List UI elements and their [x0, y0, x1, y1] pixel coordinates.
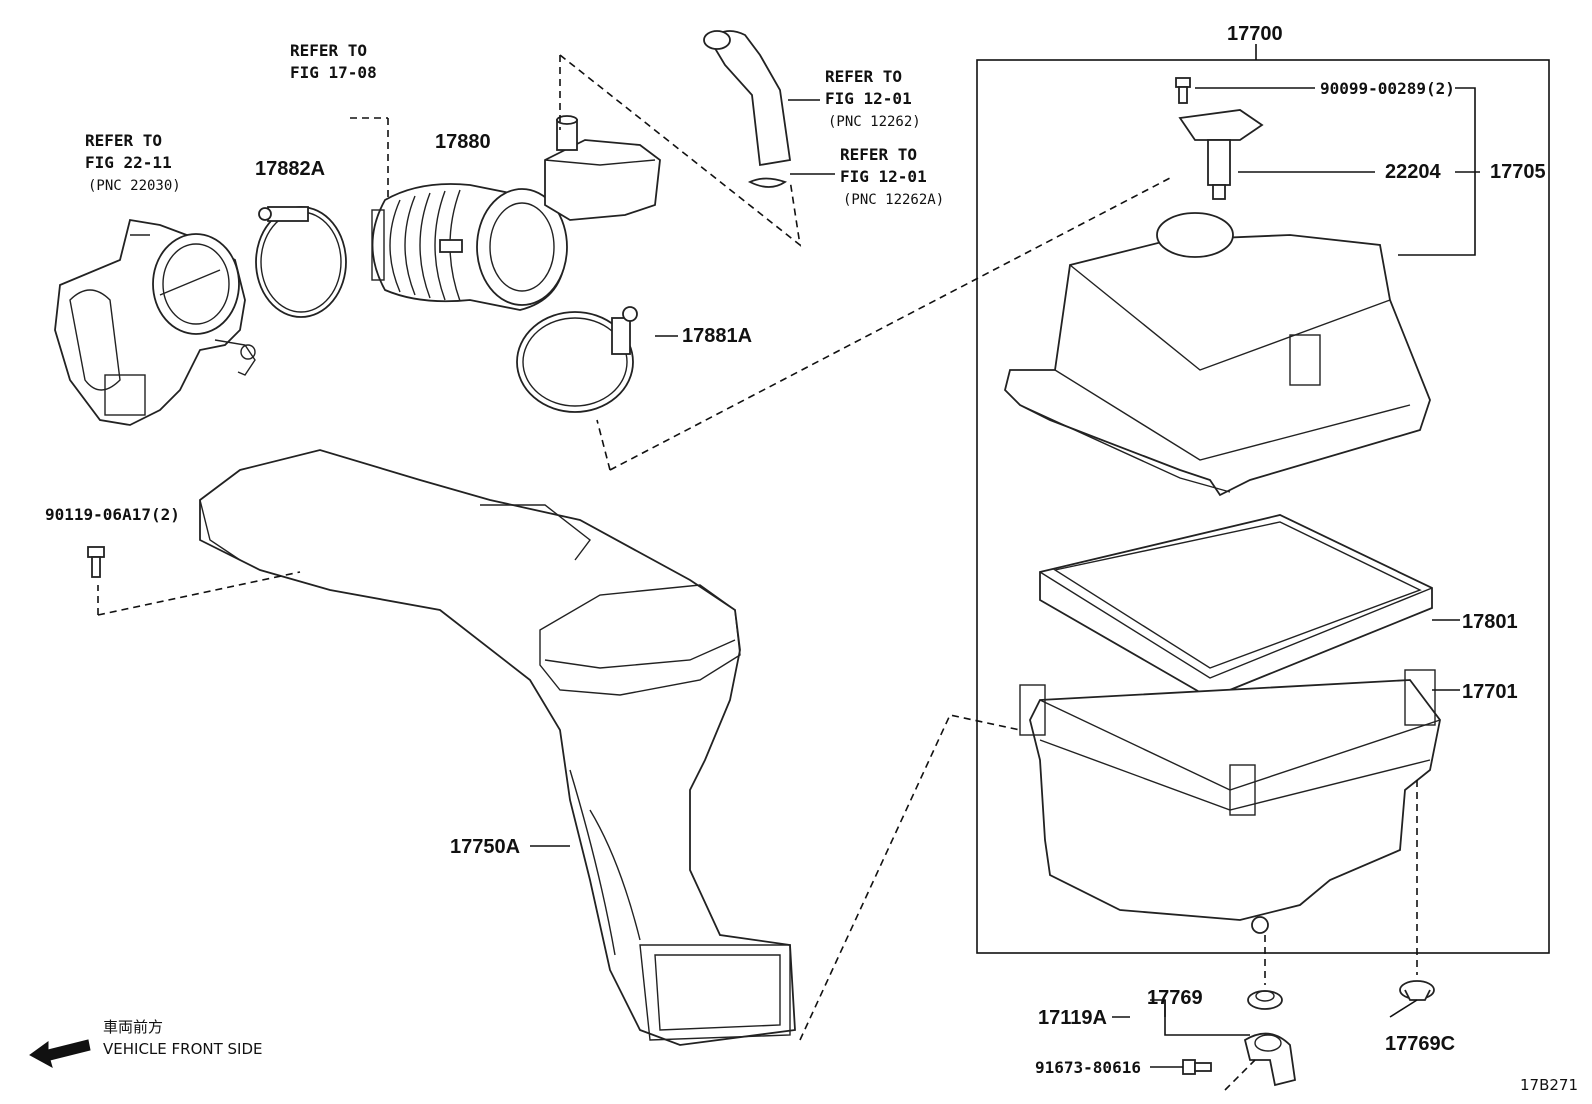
resonator-part — [544, 115, 661, 221]
assembly-box-17700 — [976, 59, 1550, 954]
label-17705: 17705 — [1490, 161, 1546, 183]
label-17882A: 17882A — [255, 158, 325, 180]
label-17880: 17880 — [435, 131, 491, 153]
breather-hose-part — [703, 30, 792, 188]
throttle-body-part — [54, 218, 256, 426]
ref-fig1201a-line1: REFER TO — [825, 67, 902, 86]
label-17750A: 17750A — [450, 836, 520, 858]
front-side-en: VEHICLE FRONT SIDE — [103, 1040, 263, 1058]
label-17769: 17769 — [1147, 987, 1203, 1009]
clamp-17881A-part — [516, 306, 638, 413]
front-arrow-icon — [29, 1039, 91, 1069]
ref-fig1201a-line2: FIG 12-01 — [825, 89, 912, 108]
bolt-90119-part — [87, 546, 105, 578]
ref-fig2211-line1: REFER TO — [85, 131, 162, 150]
sensor-22204-part — [1178, 109, 1264, 200]
diagram-code: 17B271 — [1520, 1076, 1578, 1094]
ref-fig1201b-line3: (PNC 12262A) — [843, 192, 944, 208]
front-side-jp: 車両前方 — [103, 1018, 163, 1036]
label-91673: 91673-80616 — [1035, 1058, 1141, 1077]
label-22204: 22204 — [1385, 161, 1441, 183]
label-17700: 17700 — [1227, 23, 1283, 45]
ref-fig1201b-line2: FIG 12-01 — [840, 167, 927, 186]
air-cleaner-cap-part — [1004, 212, 1431, 497]
label-17769C: 17769C — [1385, 1033, 1455, 1055]
filter-17801-part — [1039, 514, 1433, 699]
label-17881A: 17881A — [682, 325, 752, 347]
ref-fig1201b-line1: REFER TO — [840, 145, 917, 164]
bolt-91673-part — [1182, 1059, 1212, 1075]
label-17801: 17801 — [1462, 611, 1518, 633]
intake-duct-part — [199, 449, 796, 1046]
clamp-17882A-part — [255, 206, 347, 318]
grommet-17769C-part — [1399, 980, 1435, 1001]
label-17701: 17701 — [1462, 681, 1518, 703]
label-90119: 90119-06A17(2) — [45, 505, 180, 524]
ref-fig1708-line2: FIG 17-08 — [290, 63, 377, 82]
screw-90099-part — [1175, 77, 1191, 104]
case-17701-part — [1019, 669, 1441, 934]
grommet-17769-part — [1247, 990, 1283, 1010]
label-90099: 90099-00289(2) — [1320, 79, 1455, 98]
ref-fig1201a-line3: (PNC 12262) — [828, 114, 921, 130]
ref-fig1708-line1: REFER TO — [290, 41, 367, 60]
ref-fig2211-line2: FIG 22-11 — [85, 153, 172, 172]
label-17119A: 17119A — [1038, 1007, 1107, 1029]
ref-fig2211-line3: (PNC 22030) — [88, 178, 181, 194]
bracket-17119A-part — [1243, 1032, 1297, 1087]
hose-17880-part — [371, 183, 568, 311]
